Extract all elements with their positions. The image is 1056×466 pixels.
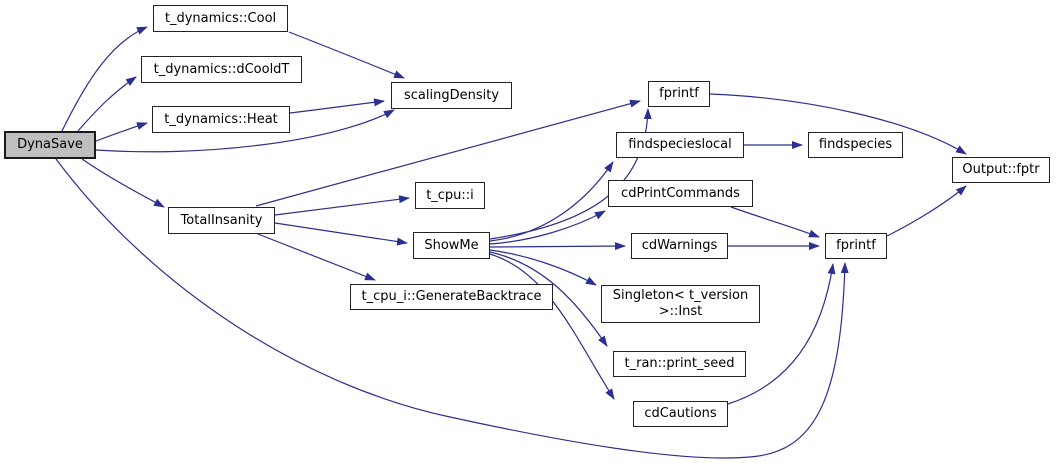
edge-showme-to-findspecieslocal <box>489 161 614 242</box>
edge-dynasave-to-cool <box>61 26 148 132</box>
node-findspecieslocal[interactable]: findspecieslocal <box>616 132 744 158</box>
edge-showme-to-cdwarnings <box>489 242 626 251</box>
edge-cool-to-scalingdensity <box>288 31 405 79</box>
node-findspecies[interactable]: findspecies <box>808 132 903 158</box>
edge-totalinsanity-to-backtrace <box>257 233 376 281</box>
node-cdprintcommands[interactable]: cdPrintCommands <box>608 180 753 207</box>
node-cool[interactable]: t_dynamics::Cool <box>153 5 288 32</box>
node-backtrace[interactable]: t_cpu_i::GenerateBacktrace <box>350 284 553 310</box>
edge-showme-to-printseed <box>489 251 608 347</box>
edge-showme-to-cdprintcommands <box>489 210 606 245</box>
edge-cdcautions-to-fprintf_right <box>727 263 836 405</box>
node-dcooldt[interactable]: t_dynamics::dCooldT <box>141 56 302 83</box>
node-cdwarnings[interactable]: cdWarnings <box>631 233 728 259</box>
edge-totalinsanity-to-showme <box>274 222 408 246</box>
edge-heat-to-scalingdensity <box>289 98 385 114</box>
node-showme[interactable]: ShowMe <box>413 232 490 259</box>
edge-showme-to-singleton <box>489 249 597 286</box>
edge-totalinsanity-to-fprintf_top <box>255 99 641 207</box>
node-cdcautions[interactable]: cdCautions <box>633 401 728 427</box>
node-scalingdensity[interactable]: scalingDensity <box>391 82 512 109</box>
edge-dynasave-to-fprintf_right <box>55 158 849 459</box>
node-heat[interactable]: t_dynamics::Heat <box>152 106 290 133</box>
edge-cdprintcommands-to-fprintf_right <box>730 206 820 238</box>
edge-dynasave-to-totalinsanity <box>81 158 165 208</box>
edge-dynasave-to-dcooldt <box>77 76 137 132</box>
edge-fprintf_top-to-outputfptr <box>709 93 967 155</box>
edge-showme-to-fprintf_top <box>489 108 652 240</box>
node-tcpui[interactable]: t_cpu::i <box>415 182 485 209</box>
node-fprintf_top[interactable]: fprintf <box>648 81 710 107</box>
edge-showme-to-cdcautions <box>489 253 615 400</box>
node-singleton[interactable]: Singleton< t_version >::Inst <box>601 285 760 323</box>
node-totalinsanity[interactable]: TotalInsanity <box>168 207 275 234</box>
node-printseed[interactable]: t_ran::print_seed <box>613 351 746 377</box>
edge-fprintf_right-to-outputfptr <box>886 185 967 237</box>
node-dynasave: DynaSave <box>4 131 96 159</box>
node-fprintf_right[interactable]: fprintf <box>825 233 887 259</box>
edge-dynasave-to-scalingdensity <box>95 109 395 153</box>
edge-dynasave-to-heat <box>95 122 148 142</box>
node-outputfptr[interactable]: Output::fptr <box>952 157 1050 183</box>
edge-totalinsanity-to-tcpui <box>274 195 410 216</box>
